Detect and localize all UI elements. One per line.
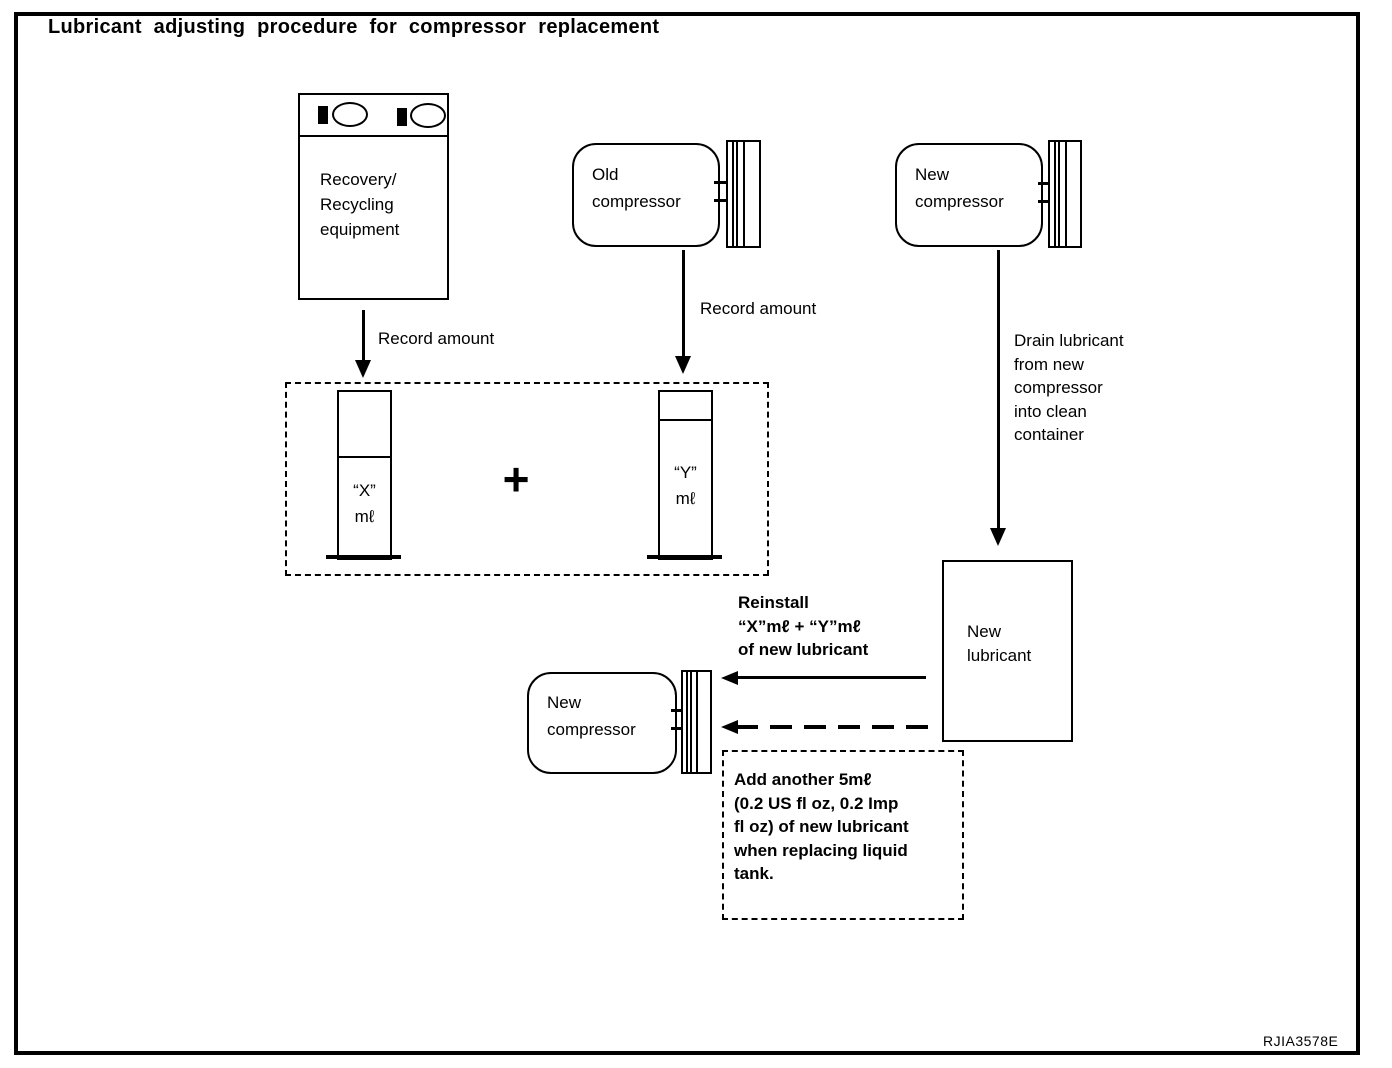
arrow-left-icon xyxy=(721,720,738,734)
pulley-stub xyxy=(1038,200,1049,203)
pulley-stub xyxy=(671,727,682,730)
drain-note: Drain lubricant from new compressor into… xyxy=(1014,331,1124,444)
new-lubricant-box: New lubricant xyxy=(942,560,1073,742)
cylinder-base xyxy=(647,555,722,559)
fill-line xyxy=(660,419,711,421)
arrow-newcomp-to-lubricant xyxy=(997,250,1000,530)
old-compressor-label: Old compressor xyxy=(592,165,681,211)
reinstall-note: Reinstall “X”mℓ + “Y”mℓ of new lubricant xyxy=(738,593,869,659)
old-compressor-pulley-icon xyxy=(726,140,761,248)
gauge-dial-icon xyxy=(410,103,446,128)
figure-code: RJIA3578E xyxy=(1263,1033,1339,1049)
old-compressor-box: Old compressor xyxy=(572,143,720,247)
cylinder-x-label: “X” mℓ xyxy=(353,481,376,526)
measuring-area-dashed-box xyxy=(285,382,769,576)
cylinder-base xyxy=(326,555,401,559)
gauge-stem-icon xyxy=(318,106,328,124)
plus-sign: + xyxy=(502,453,530,505)
new-lubricant-label: New lubricant xyxy=(967,622,1032,665)
record-amount-left-label: Record amount xyxy=(378,329,495,348)
diagram-border-frame xyxy=(14,12,1360,1055)
recovery-equipment-box: Recovery/ Recycling equipment xyxy=(298,93,449,300)
new-compressor-top-box: New compressor xyxy=(895,143,1043,247)
record-amount-mid-label: Record amount xyxy=(700,299,817,318)
arrow-down-icon xyxy=(355,360,371,378)
arrow-lubricant-to-newcomp xyxy=(735,676,926,679)
pulley-stub xyxy=(1038,182,1049,185)
cylinder-y: “Y” mℓ xyxy=(658,390,713,560)
arrow-down-icon xyxy=(990,528,1006,546)
arrow-extra-lubricant-dashed xyxy=(736,725,928,729)
new-compressor-top-label: New compressor xyxy=(915,165,1004,211)
add-lubricant-dashed-box: Add another 5mℓ (0.2 US fl oz, 0.2 Imp f… xyxy=(722,750,964,920)
fill-line xyxy=(339,456,390,458)
pulley-stub xyxy=(671,709,682,712)
new-compressor-bottom-box: New compressor xyxy=(527,672,677,774)
page-title: Lubricant adjusting procedure for compre… xyxy=(48,16,660,38)
pulley-stub xyxy=(714,181,727,184)
new-compressor-bottom-label: New compressor xyxy=(547,693,636,739)
new-compressor-top-pulley-icon xyxy=(1048,140,1082,248)
recovery-equipment-label: Recovery/ Recycling equipment xyxy=(320,170,400,239)
arrow-recovery-to-cylinder xyxy=(362,310,365,362)
arrow-left-icon xyxy=(721,671,738,685)
pulley-stub xyxy=(714,199,727,202)
add-lubricant-note: Add another 5mℓ (0.2 US fl oz, 0.2 Imp f… xyxy=(734,770,909,883)
new-compressor-bottom-pulley-icon xyxy=(681,670,712,774)
gauge-dial-icon xyxy=(332,102,368,127)
cylinder-y-label: “Y” mℓ xyxy=(674,463,697,508)
equipment-gauge-panel xyxy=(300,95,447,137)
arrow-down-icon xyxy=(675,356,691,374)
gauge-stem-icon xyxy=(397,108,407,126)
cylinder-x: “X” mℓ xyxy=(337,390,392,560)
arrow-oldcomp-to-cylinder xyxy=(682,250,685,358)
